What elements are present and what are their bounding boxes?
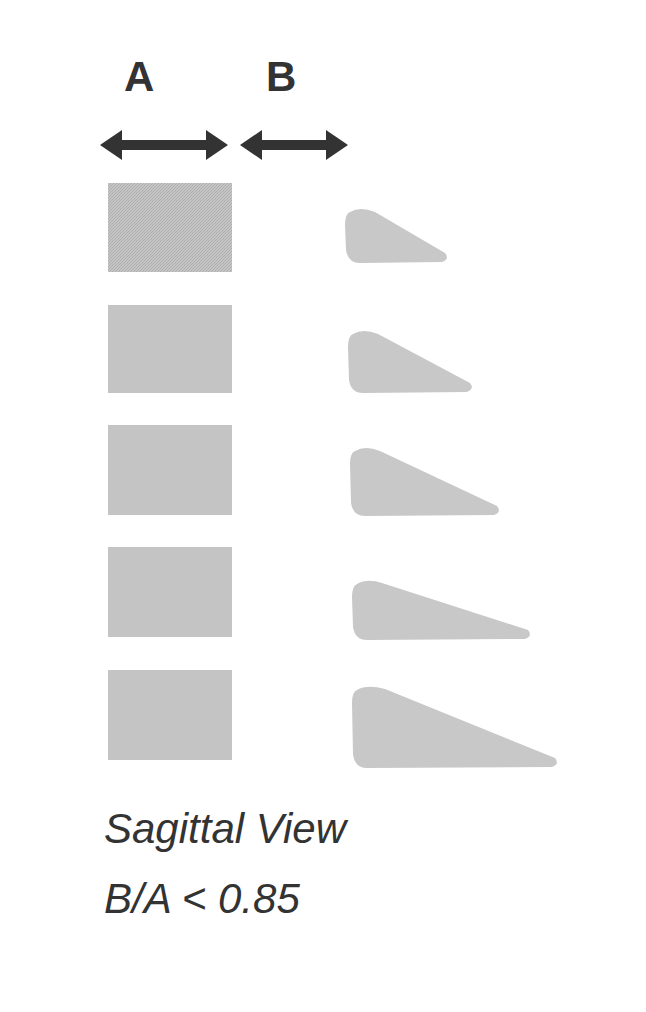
- vertebral-body: [108, 670, 232, 760]
- vertebral-body: [108, 547, 232, 637]
- wedge-shape: [345, 209, 447, 263]
- dimension-label: A: [124, 56, 154, 98]
- dimension-label: B: [266, 56, 296, 98]
- wedge-shape: [350, 448, 499, 516]
- ratio-note: B/A < 0.85: [104, 878, 300, 920]
- vertebral-body: [108, 305, 232, 393]
- wedge-shape: [348, 331, 472, 393]
- vertebral-body: [108, 425, 232, 515]
- view-label: Sagittal View: [104, 808, 346, 850]
- wedge-shape: [352, 687, 557, 768]
- vertebral-body: [108, 183, 232, 272]
- dimension-arrow: [240, 130, 348, 160]
- dimension-arrow: [100, 130, 228, 160]
- wedge-shape: [352, 581, 530, 640]
